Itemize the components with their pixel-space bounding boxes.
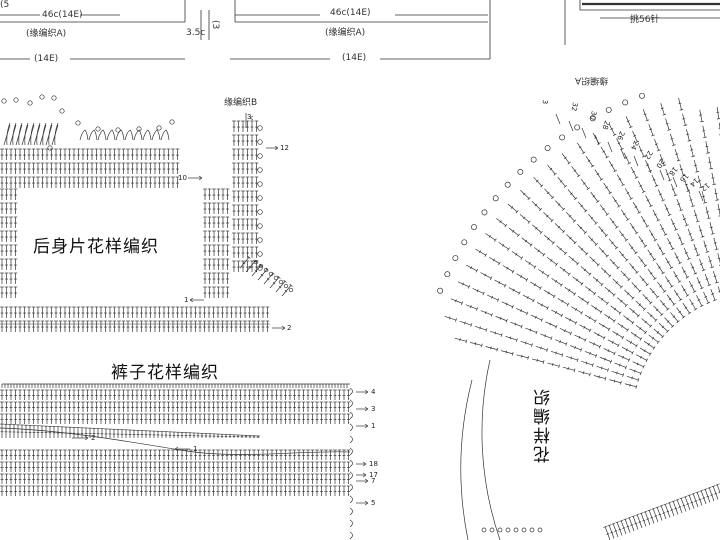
gap-rows-label: (3 — [210, 20, 220, 30]
trouser-row-2-mid: 2 — [91, 434, 96, 442]
edge-b-label: 缘编织B — [224, 98, 258, 108]
back-row-1: 1 — [184, 296, 189, 304]
trouser-row-18: 18 — [369, 460, 378, 468]
back-body-stitch-grid — [0, 94, 294, 332]
circle-row-label: 32 — [569, 101, 579, 112]
circular-yoke-stitch-fan — [437, 92, 720, 540]
left-width-bottom-label: (14E) — [34, 54, 59, 64]
top-dimension-lines — [0, 0, 720, 60]
back-body-title: 后身片花样编织 — [33, 237, 159, 257]
back-row-10: 10 — [178, 174, 187, 182]
circle-pattern-title: 花样编织 — [534, 387, 554, 463]
trouser-title: 裤子花样编织 — [111, 363, 219, 383]
trouser-row-5: 5 — [371, 499, 376, 507]
edge-b-rows: 3 — [247, 113, 252, 121]
trouser-row-7: 7 — [371, 477, 376, 485]
left-partial-label: (5 — [0, 0, 10, 10]
trouser-row-4: 4 — [371, 388, 376, 396]
trouser-row-1: 1 — [371, 422, 376, 430]
gap-size-label: 3.5c — [186, 28, 206, 38]
trouser-stitch-grid — [0, 383, 369, 540]
left-edge-label: (缘编织A) — [26, 29, 67, 39]
right-edge-label: (缘编织A) — [325, 28, 366, 38]
right-stitch-label: 挑56针 — [630, 15, 660, 25]
right-width-label: 46c(14E) — [330, 8, 371, 18]
trouser-row-3: 3 — [371, 405, 376, 413]
right-width-bottom-label: (14E) — [342, 53, 367, 63]
trouser-row-17: 17 — [369, 471, 378, 479]
edge-a-label: 缘编织A — [575, 75, 609, 85]
back-row-2: 2 — [287, 324, 292, 332]
circle-row-label: 3 — [540, 99, 549, 105]
back-row-12: 12 — [280, 144, 289, 152]
left-width-label: 46c(14E) — [42, 10, 83, 20]
trouser-row-1-mid: 1 — [193, 445, 198, 453]
